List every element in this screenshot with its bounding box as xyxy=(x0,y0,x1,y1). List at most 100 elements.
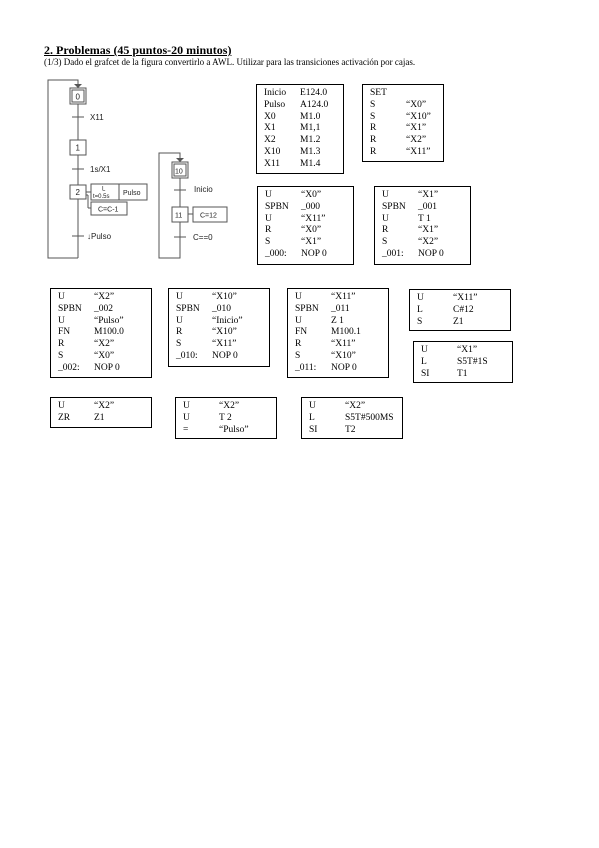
code-line: R“X11” xyxy=(370,147,437,159)
action-pulso-box xyxy=(118,183,148,201)
code-line: S“X10” xyxy=(370,112,437,124)
code-operand: “Pulso” xyxy=(219,424,249,435)
step-0-label: 0 xyxy=(76,93,81,102)
code-op: X1 xyxy=(264,123,276,134)
code-op: SI xyxy=(309,424,318,435)
action-timer-value: t=0.5s xyxy=(93,194,110,200)
code-op: S xyxy=(58,350,64,361)
code-operand: _000 xyxy=(301,201,320,212)
code-op: _011: xyxy=(295,362,317,373)
code-op: X2 xyxy=(264,135,276,146)
code-line: U“X1” xyxy=(421,345,506,357)
code-operand: “X2” xyxy=(94,401,115,411)
code-op: U xyxy=(309,401,316,411)
code-line: X1 M1,1 xyxy=(264,123,337,135)
code-op: S xyxy=(176,339,182,350)
code-operand: NOP 0 xyxy=(212,350,238,361)
arrow-down-icon xyxy=(74,84,82,88)
code-operand: NOP 0 xyxy=(331,362,357,373)
awl-box-010: U“X10” SPBN_010 U“Inicio” R“X10” S“X11” … xyxy=(168,288,270,367)
code-operand: “Pulso” xyxy=(94,315,124,326)
code-line: _002:NOP 0 xyxy=(58,363,145,375)
code-op: S xyxy=(382,237,388,248)
code-line: R“X11” xyxy=(295,339,382,351)
code-operand: “X1” xyxy=(418,225,439,236)
code-line: S“X2” xyxy=(382,237,464,249)
step-10-label: 10 xyxy=(175,169,183,176)
transition-x11-label: X11 xyxy=(90,113,104,122)
code-line: U “X2” xyxy=(309,401,396,413)
code-op: SPBN xyxy=(265,201,289,212)
code-op: R xyxy=(176,327,183,338)
code-op: U xyxy=(295,315,302,326)
code-operand: “X10” xyxy=(406,111,431,122)
code-line: U“X1” xyxy=(382,190,464,202)
code-op: L xyxy=(309,412,315,423)
code-op: X11 xyxy=(264,158,281,169)
code-line: R “X1” xyxy=(382,225,464,237)
code-operand: T1 xyxy=(457,368,468,379)
set-box: SET S“X0” S“X10” R“X1” R“X2” R“X11” xyxy=(362,84,444,162)
code-op: R xyxy=(265,225,272,236)
code-op: U xyxy=(183,412,190,423)
action-c12-label: C=12 xyxy=(200,213,217,220)
code-line: _011: NOP 0 xyxy=(295,363,382,375)
code-line: Pulso A124.0 xyxy=(264,100,337,112)
code-operand: “X2” xyxy=(94,339,115,350)
code-op: U xyxy=(176,315,183,326)
code-line: S “X11” xyxy=(176,339,263,351)
code-operand: Z1 xyxy=(94,412,105,423)
code-line: S“X0” xyxy=(58,351,145,363)
arrow-down-icon xyxy=(176,158,184,162)
code-op: L xyxy=(421,356,427,367)
code-line: SPBN_002 xyxy=(58,304,145,316)
code-operand: “X11” xyxy=(212,339,237,350)
code-operand: “X1” xyxy=(406,123,427,134)
code-line: U“X11” xyxy=(265,214,347,226)
code-operand: A124.0 xyxy=(300,99,329,110)
loop-line xyxy=(47,79,79,259)
code-operand: T2 xyxy=(345,424,356,435)
code-line: U“X2” xyxy=(183,401,270,413)
code-operand: “X10” xyxy=(212,292,237,302)
code-operand: M1.3 xyxy=(300,146,321,157)
code-line: U“X10” xyxy=(176,292,263,304)
step-11-label: 11 xyxy=(175,213,182,220)
code-line: S“X0” xyxy=(370,100,437,112)
code-operand: “X2” xyxy=(406,135,427,146)
code-operand: “X11” xyxy=(331,339,356,350)
code-line: SPBN_010 xyxy=(176,304,263,316)
code-line: U T 1 xyxy=(382,214,464,226)
code-operand: NOP 0 xyxy=(301,248,327,259)
code-op: = xyxy=(183,424,189,435)
code-op: U xyxy=(382,213,389,224)
step-10-inner xyxy=(173,163,187,177)
code-op: U xyxy=(58,401,65,411)
code-operand: T 1 xyxy=(418,213,431,224)
code-operand: “X0” xyxy=(301,190,322,200)
code-line: SPBN_001 xyxy=(382,202,464,214)
code-operand: “X2” xyxy=(345,401,366,411)
code-operand: M1,1 xyxy=(300,123,321,134)
code-line: S“X1” xyxy=(265,237,347,249)
code-op: X10 xyxy=(264,146,281,157)
code-operand: “X0” xyxy=(301,225,322,236)
code-op: U xyxy=(421,345,428,355)
code-operand: Z 1 xyxy=(331,315,344,326)
code-line: U“X11” xyxy=(295,292,382,304)
code-op: U xyxy=(183,401,190,411)
code-line: _000:NOP 0 xyxy=(265,249,347,261)
step-1-label: 1 xyxy=(76,144,81,153)
code-op: R xyxy=(382,225,389,236)
code-op: Pulso xyxy=(264,99,286,110)
code-op: R xyxy=(58,339,65,350)
code-line: SET xyxy=(370,88,437,100)
